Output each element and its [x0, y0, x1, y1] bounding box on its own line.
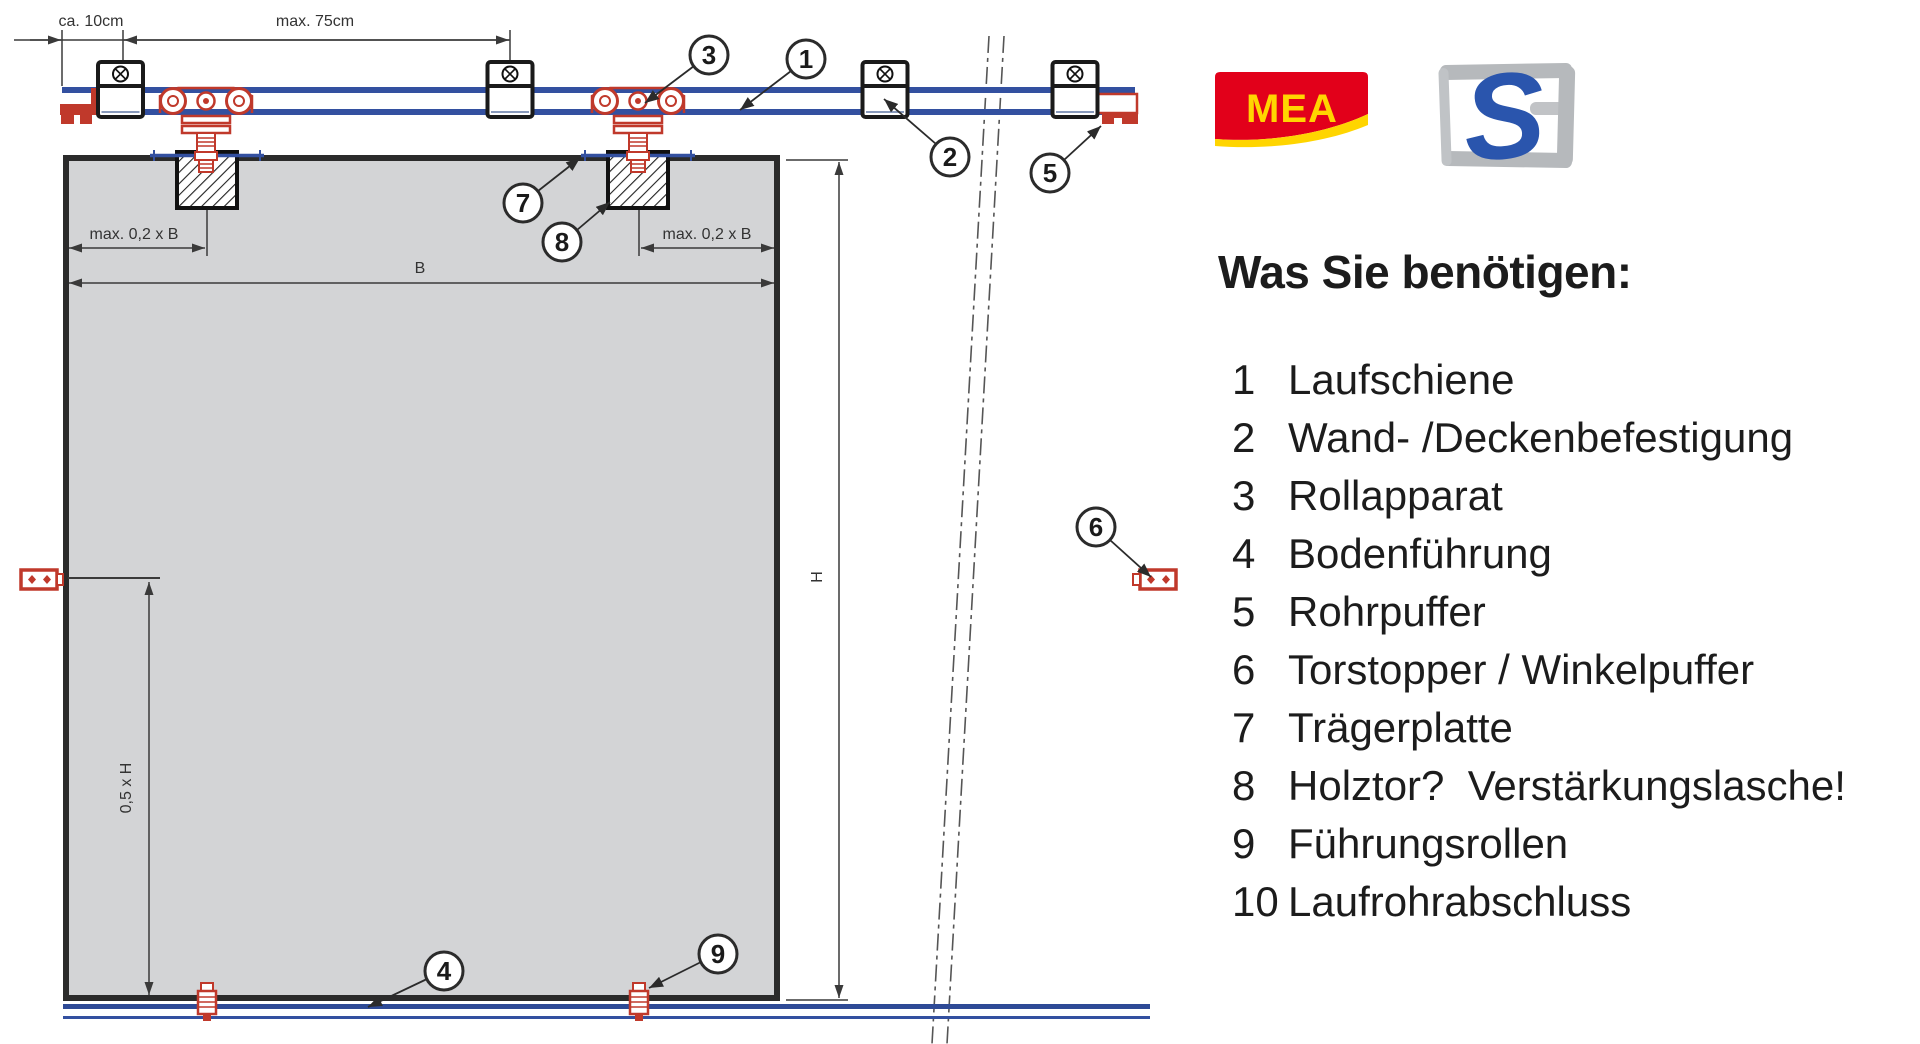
- list-item: 6 Torstopper / Winkelpuffer: [1232, 641, 1846, 699]
- list-item: 9 Führungsrollen: [1232, 815, 1846, 873]
- rail-end-cap-icon: [60, 88, 99, 124]
- callout-8: 8: [541, 221, 583, 263]
- door-stopper-left: [19, 568, 64, 591]
- item-number: 8: [1232, 762, 1256, 809]
- callout-3: 3: [688, 34, 730, 76]
- dim-05h-label: 0,5 x H: [118, 763, 135, 814]
- callout-6: 6: [1075, 506, 1117, 548]
- item-number: 3: [1232, 472, 1256, 519]
- door-stopper-right: [1132, 568, 1178, 591]
- dim-b-label: B: [415, 260, 426, 277]
- door-panel: [63, 155, 780, 1001]
- item-label: Rollapparat: [1288, 472, 1503, 519]
- callout-7: 7: [502, 182, 544, 224]
- svg-text:2: 2: [943, 142, 957, 172]
- item-label: Wand- /Deckenbefestigung: [1288, 414, 1794, 461]
- floor-guide-roller: [628, 982, 650, 1021]
- item-label: Trägerplatte: [1288, 704, 1513, 751]
- floor-guide-roller-group: [196, 982, 650, 1021]
- s-logo-graphic: S: [1438, 45, 1576, 187]
- dimension-labels: ca. 10cm max. 75cm max. 0,2 x B max. 0,2…: [59, 13, 826, 813]
- list-item: 7 Trägerplatte: [1232, 699, 1846, 757]
- callouts: 1 2 3 4 5 6 7: [423, 34, 1117, 992]
- dim-02b-left-label: max. 0,2 x B: [90, 226, 179, 243]
- mea-logo-graphic: MEA: [1215, 72, 1368, 148]
- callout-2: 2: [929, 136, 971, 178]
- item-label: Laufschiene: [1288, 356, 1515, 403]
- list-item: 1 Laufschiene: [1232, 351, 1846, 409]
- wall-bracket: [485, 60, 535, 119]
- callout-5: 5: [1029, 152, 1071, 194]
- item-number: 4: [1232, 530, 1256, 577]
- dim-h-label: H: [809, 571, 826, 583]
- list-item: 10 Laufrohrabschluss: [1232, 873, 1846, 931]
- item-number: 7: [1232, 704, 1256, 751]
- roller-apparatus: [158, 86, 254, 173]
- item-label: Torstopper / Winkelpuffer: [1288, 646, 1755, 693]
- roller-apparatus: [590, 86, 686, 173]
- callout-arrows: [367, 65, 1152, 1008]
- item-label: Laufrohrabschluss: [1288, 878, 1632, 925]
- svg-text:4: 4: [437, 956, 452, 986]
- svg-text:6: 6: [1089, 512, 1103, 542]
- s-logo: S: [1438, 45, 1578, 187]
- dim-max75-label: max. 75cm: [276, 13, 354, 30]
- svg-text:7: 7: [516, 188, 530, 218]
- mea-logo: MEA: [1215, 72, 1368, 152]
- list-item: 3 Rollapparat: [1232, 467, 1846, 525]
- s-logo-letter: S: [1459, 56, 1550, 175]
- wall-bracket: [860, 60, 910, 119]
- svg-text:8: 8: [555, 227, 569, 257]
- dimensions: [14, 30, 848, 1001]
- floor-rail: [63, 1004, 1150, 1019]
- list-item: 5 Rohrpuffer: [1232, 583, 1846, 641]
- callout-9: 9: [697, 933, 739, 975]
- wall-centerline: [931, 35, 1005, 1044]
- item-number: 9: [1232, 820, 1256, 867]
- dim-02b-right-label: max. 0,2 x B: [663, 226, 752, 243]
- list-item: 4 Bodenführung: [1232, 525, 1846, 583]
- item-number: 10: [1232, 878, 1279, 925]
- page-title: Was Sie benötigen:: [1218, 246, 1632, 298]
- callout-1: 1: [785, 38, 827, 80]
- item-number: 1: [1232, 356, 1256, 403]
- svg-text:5: 5: [1043, 158, 1057, 188]
- list-item: 2 Wand- /Deckenbefestigung: [1232, 409, 1846, 467]
- wall-bracket: [1050, 60, 1100, 119]
- wall-bracket: [96, 60, 145, 119]
- list-item: 8 Holztor? Verstärkungslasche!: [1232, 757, 1846, 815]
- svg-text:9: 9: [711, 939, 725, 969]
- mea-logo-text: MEA: [1246, 87, 1338, 131]
- floor-guide-roller: [196, 982, 218, 1021]
- svg-text:3: 3: [702, 40, 716, 70]
- item-number: 5: [1232, 588, 1256, 635]
- dim-ca10-label: ca. 10cm: [59, 13, 124, 30]
- item-label: Bodenführung: [1288, 530, 1552, 577]
- item-label: Rohrpuffer: [1288, 588, 1486, 635]
- svg-text:1: 1: [799, 44, 813, 74]
- roller-apparatus-group: [158, 86, 686, 173]
- item-number: 6: [1232, 646, 1256, 693]
- item-label: Führungsrollen: [1288, 820, 1569, 867]
- callout-4: 4: [423, 950, 465, 992]
- parts-list: 1 Laufschiene 2 Wand- /Deckenbefestigung…: [1232, 351, 1846, 931]
- sliding-door-technical-drawing: ca. 10cm max. 75cm max. 0,2 x B max. 0,2…: [14, 13, 1178, 1044]
- item-label: Holztor? Verstärkungslasche!: [1288, 762, 1846, 809]
- item-number: 2: [1232, 414, 1256, 461]
